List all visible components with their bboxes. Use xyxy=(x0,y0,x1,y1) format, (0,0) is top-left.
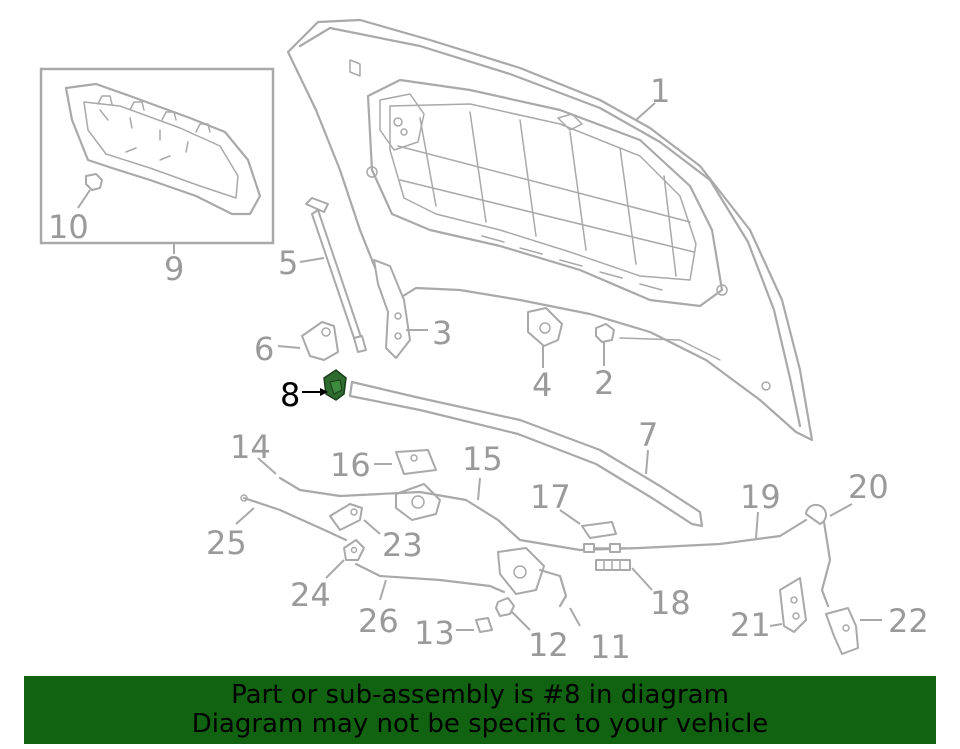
part-14-cable[interactable] xyxy=(257,457,808,552)
label-22: 22 xyxy=(888,602,929,640)
part-3-hinge[interactable] xyxy=(373,259,428,359)
part-15-latch[interactable] xyxy=(395,477,481,521)
part-24-clip[interactable] xyxy=(325,539,365,579)
part-11-actuator[interactable] xyxy=(497,547,581,627)
label-14: 14 xyxy=(230,428,271,466)
label-20: 20 xyxy=(848,468,889,506)
part-12-bolt[interactable] xyxy=(495,597,531,631)
part-16-latch-cover[interactable] xyxy=(374,449,437,475)
label-21: 21 xyxy=(730,606,771,644)
banner-line-1: Part or sub-assembly is #8 in diagram xyxy=(231,680,729,710)
part-6-bumper[interactable] xyxy=(277,321,339,361)
label-13: 13 xyxy=(414,614,455,652)
label-4: 4 xyxy=(532,366,552,404)
label-3: 3 xyxy=(432,314,452,352)
label-2: 2 xyxy=(594,364,614,402)
label-10: 10 xyxy=(48,208,89,246)
part-22-handle-bracket[interactable] xyxy=(825,607,882,655)
part-23-pull-handle[interactable] xyxy=(329,503,381,535)
label-26: 26 xyxy=(358,602,399,640)
label-5: 5 xyxy=(278,244,298,282)
label-8: 8 xyxy=(280,376,300,414)
part-18-connector[interactable] xyxy=(595,559,653,591)
label-18: 18 xyxy=(650,584,691,622)
info-banner: Part or sub-assembly is #8 in diagram Di… xyxy=(24,676,936,744)
label-16: 16 xyxy=(330,446,371,484)
part-4-striker[interactable] xyxy=(527,307,563,368)
label-11: 11 xyxy=(590,628,631,666)
label-1: 1 xyxy=(650,72,670,110)
part-7-seal[interactable] xyxy=(348,380,704,528)
part-26-cable[interactable] xyxy=(354,562,506,601)
label-19: 19 xyxy=(740,478,781,516)
part-2-bump-stop[interactable] xyxy=(595,323,615,366)
label-25: 25 xyxy=(206,524,247,562)
label-6: 6 xyxy=(254,330,274,368)
banner-line-2: Diagram may not be specific to your vehi… xyxy=(191,709,769,739)
label-9: 9 xyxy=(164,250,184,288)
part-13-nut[interactable] xyxy=(456,617,493,633)
part-9-insulator-panel[interactable] xyxy=(39,67,275,254)
label-12: 12 xyxy=(528,626,569,664)
part-21-bracket[interactable] xyxy=(769,577,807,633)
part-1-hood[interactable] xyxy=(286,18,814,442)
part-17-handle[interactable] xyxy=(559,509,617,539)
label-15: 15 xyxy=(462,440,503,478)
part-labels: 1 2 3 4 5 6 7 8 9 10 11 12 13 14 15 16 1… xyxy=(48,72,929,666)
part-25-cable[interactable] xyxy=(235,494,348,542)
label-7: 7 xyxy=(638,416,658,454)
part-19-cable[interactable] xyxy=(583,511,759,553)
part-10-clip[interactable] xyxy=(77,173,103,209)
part-5-strut[interactable] xyxy=(299,197,367,353)
part-20-release[interactable] xyxy=(805,503,853,608)
label-17: 17 xyxy=(530,478,571,516)
label-24: 24 xyxy=(290,576,331,614)
label-23: 23 xyxy=(382,526,423,564)
part-8-clip-highlighted[interactable] xyxy=(302,369,347,401)
